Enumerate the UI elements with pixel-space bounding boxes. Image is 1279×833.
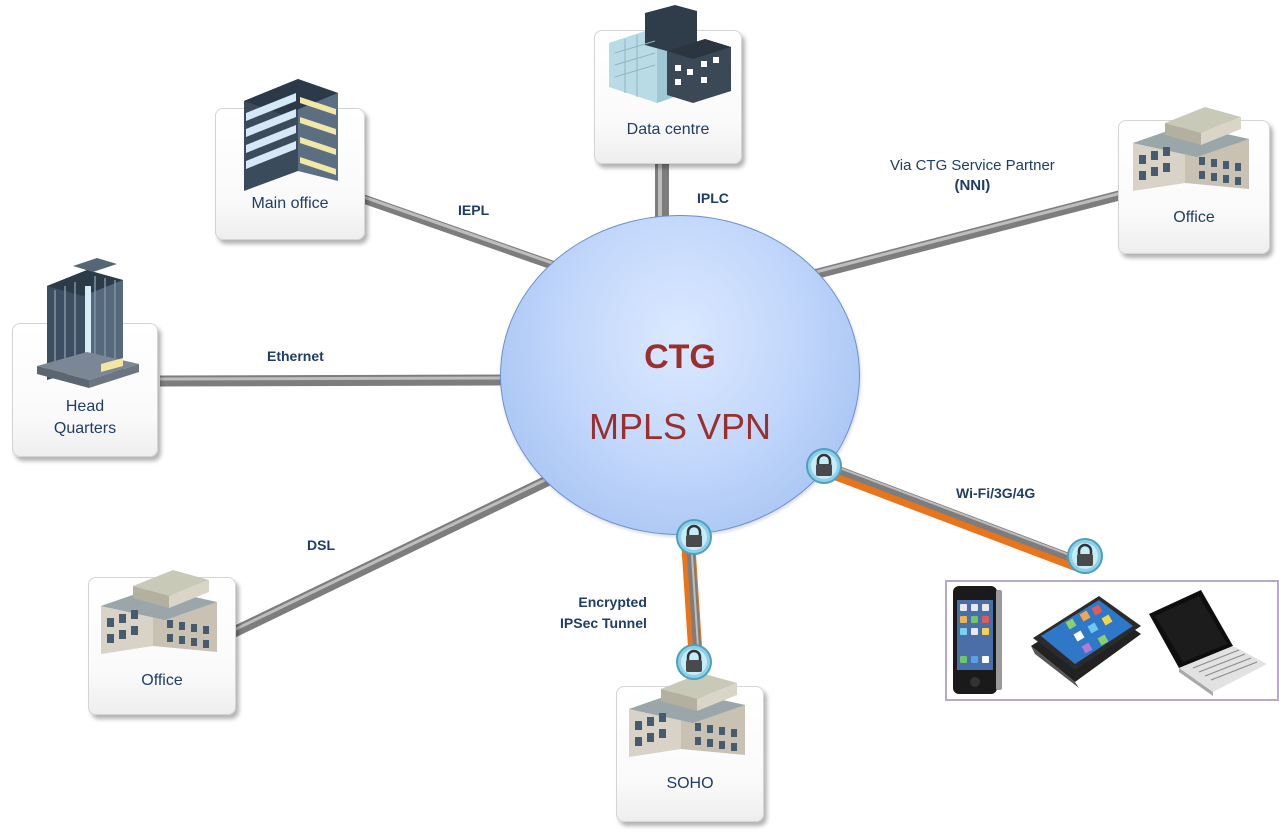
node-label: Office	[1173, 209, 1215, 226]
office-tower-icon	[244, 79, 338, 191]
padlock-icon	[676, 519, 712, 555]
label-partner-line1: Via CTG Service Partner	[890, 157, 1055, 174]
tablet-icon	[1031, 596, 1141, 688]
office-building-icon	[101, 570, 217, 654]
node-label-line1: Head	[65, 398, 105, 415]
link-dsl	[229, 473, 556, 638]
padlock-icon	[1067, 538, 1103, 574]
padlock-icon	[806, 448, 842, 484]
label-encrypted-line1: Encrypted	[578, 594, 647, 610]
label-iplc: IPLC	[697, 190, 729, 206]
label-wireless: Wi-Fi/3G/4G	[956, 485, 1036, 501]
node-label: Office	[141, 672, 183, 689]
node-head-quarters: Head Quarters	[12, 258, 158, 457]
padlock-icon	[676, 644, 712, 680]
node-main-office: Main office	[215, 79, 365, 240]
label-encrypted-tunnel: Encrypted IPSec Tunnel	[560, 592, 647, 634]
hub-subtitle: MPLS VPN	[588, 406, 772, 447]
label-partner-line2: (NNI)	[954, 177, 991, 194]
node-soho: SOHO	[616, 673, 764, 822]
node-label: Main office	[251, 195, 329, 212]
link-iepl	[353, 191, 557, 271]
office-building-icon	[629, 673, 745, 757]
node-label-line2: Quarters	[53, 420, 117, 437]
node-label: Head Quarters	[13, 396, 157, 440]
label-ethernet: Ethernet	[267, 348, 324, 364]
label-dsl: DSL	[307, 537, 335, 553]
link-ethernet	[159, 374, 503, 387]
link-wireless	[823, 463, 1083, 573]
node-label: SOHO	[666, 775, 714, 792]
office-building-icon	[1133, 107, 1249, 191]
headquarters-tower-icon	[37, 258, 139, 388]
label-service-partner: Via CTG Service Partner (NNI)	[890, 156, 1055, 196]
label-encrypted-line2: IPSec Tunnel	[560, 615, 647, 631]
laptop-icon	[1149, 590, 1267, 696]
mpls-vpn-hub: CTG MPLS VPN	[500, 215, 860, 535]
node-data-centre: Data centre	[594, 5, 742, 164]
node-office-partner: Office	[1118, 107, 1270, 254]
node-label: Data centre	[626, 121, 710, 138]
mobile-devices-panel	[945, 580, 1279, 701]
smartphone-icon	[953, 586, 1002, 694]
data-centre-icon	[609, 5, 731, 103]
label-iepl: IEPL	[458, 202, 490, 218]
hub-title: CTG	[644, 338, 716, 376]
node-office-dsl: Office	[88, 570, 236, 715]
link-nni	[814, 189, 1127, 279]
